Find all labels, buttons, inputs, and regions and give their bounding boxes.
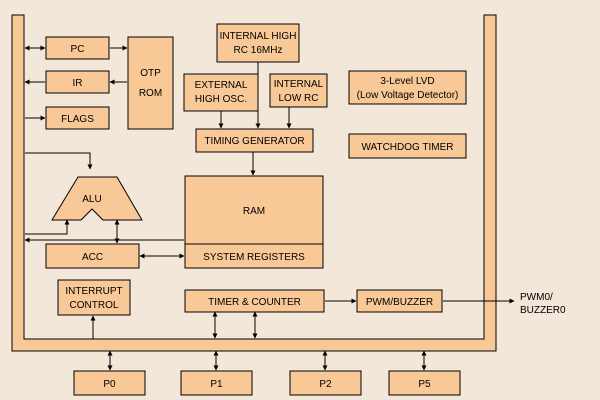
system-registers-label: SYSTEM REGISTERS — [203, 252, 305, 263]
external-high-osc-label-line1: EXTERNAL — [195, 80, 248, 91]
alu-block: ALU — [51, 176, 143, 221]
port-p0-label: P0 — [103, 379, 116, 390]
ram-label: RAM — [243, 206, 265, 217]
timer-counter-block: TIMER & COUNTER — [184, 289, 325, 313]
internal-high-rc-label-line1: INTERNAL HIGH — [220, 31, 297, 42]
acc-label: ACC — [82, 252, 103, 263]
external-high-osc-block: EXTERNAL HIGH OSC. — [183, 73, 259, 112]
pwm-buzzer-block: PWM/BUZZER — [356, 289, 443, 313]
external-high-osc-label-line2: HIGH OSC. — [195, 94, 247, 105]
timing-generator-block: TIMING GENERATOR — [195, 128, 314, 153]
watchdog-timer-label: WATCHDOG TIMER — [361, 142, 453, 153]
internal-high-rc-block: INTERNAL HIGH RC 16MHz — [216, 23, 300, 63]
ir-block: IR — [45, 70, 110, 94]
otp-rom-label-line2: ROM — [139, 88, 162, 99]
lvd-label-line1: 3-Level LVD — [380, 76, 434, 87]
port-p2-label: P2 — [319, 379, 332, 390]
port-p1-label: P1 — [210, 379, 223, 390]
otp-rom-label-line1: OTP — [140, 68, 161, 79]
interrupt-control-label-line2: CONTROL — [70, 300, 119, 311]
signal-wires — [24, 45, 515, 371]
otp-rom-block: OTP ROM — [127, 36, 174, 130]
internal-low-rc-block: INTERNAL LOW RC — [269, 73, 328, 108]
port-p1-block: P1 — [180, 370, 253, 396]
ir-label: IR — [73, 78, 83, 89]
port-p0-block: P0 — [73, 370, 146, 396]
flags-label: FLAGS — [61, 114, 94, 125]
timing-generator-label: TIMING GENERATOR — [204, 136, 304, 147]
pc-block: PC — [45, 36, 110, 60]
lvd-label-line2: (Low Voltage Detector) — [357, 90, 459, 101]
port-p2-block: P2 — [289, 370, 362, 396]
pwm-output-label-line1: PWM0/ — [520, 292, 553, 303]
interrupt-control-label-line1: INTERRUPT — [65, 286, 122, 297]
acc-block: ACC — [45, 243, 140, 269]
watchdog-timer-block: WATCHDOG TIMER — [348, 133, 467, 159]
internal-high-rc-label-line2: RC 16MHz — [234, 45, 283, 56]
internal-data-bus — [11, 14, 497, 352]
lvd-block: 3-Level LVD (Low Voltage Detector) — [348, 70, 467, 105]
alu-label: ALU — [82, 194, 101, 205]
system-registers-block: SYSTEM REGISTERS — [184, 243, 324, 269]
flags-block: FLAGS — [45, 106, 110, 130]
pwm-output-label-line2: BUZZER0 — [520, 305, 566, 316]
port-p5-block: P5 — [388, 370, 461, 396]
pwm-buzzer-label: PWM/BUZZER — [366, 297, 433, 308]
ram-block: RAM — [184, 175, 324, 245]
port-p5-label: P5 — [418, 379, 431, 390]
internal-low-rc-label-line1: INTERNAL — [274, 79, 324, 90]
pc-label: PC — [71, 44, 85, 55]
internal-low-rc-label-line2: LOW RC — [279, 93, 319, 104]
timer-counter-label: TIMER & COUNTER — [208, 297, 301, 308]
interrupt-control-block: INTERRUPT CONTROL — [57, 279, 131, 316]
